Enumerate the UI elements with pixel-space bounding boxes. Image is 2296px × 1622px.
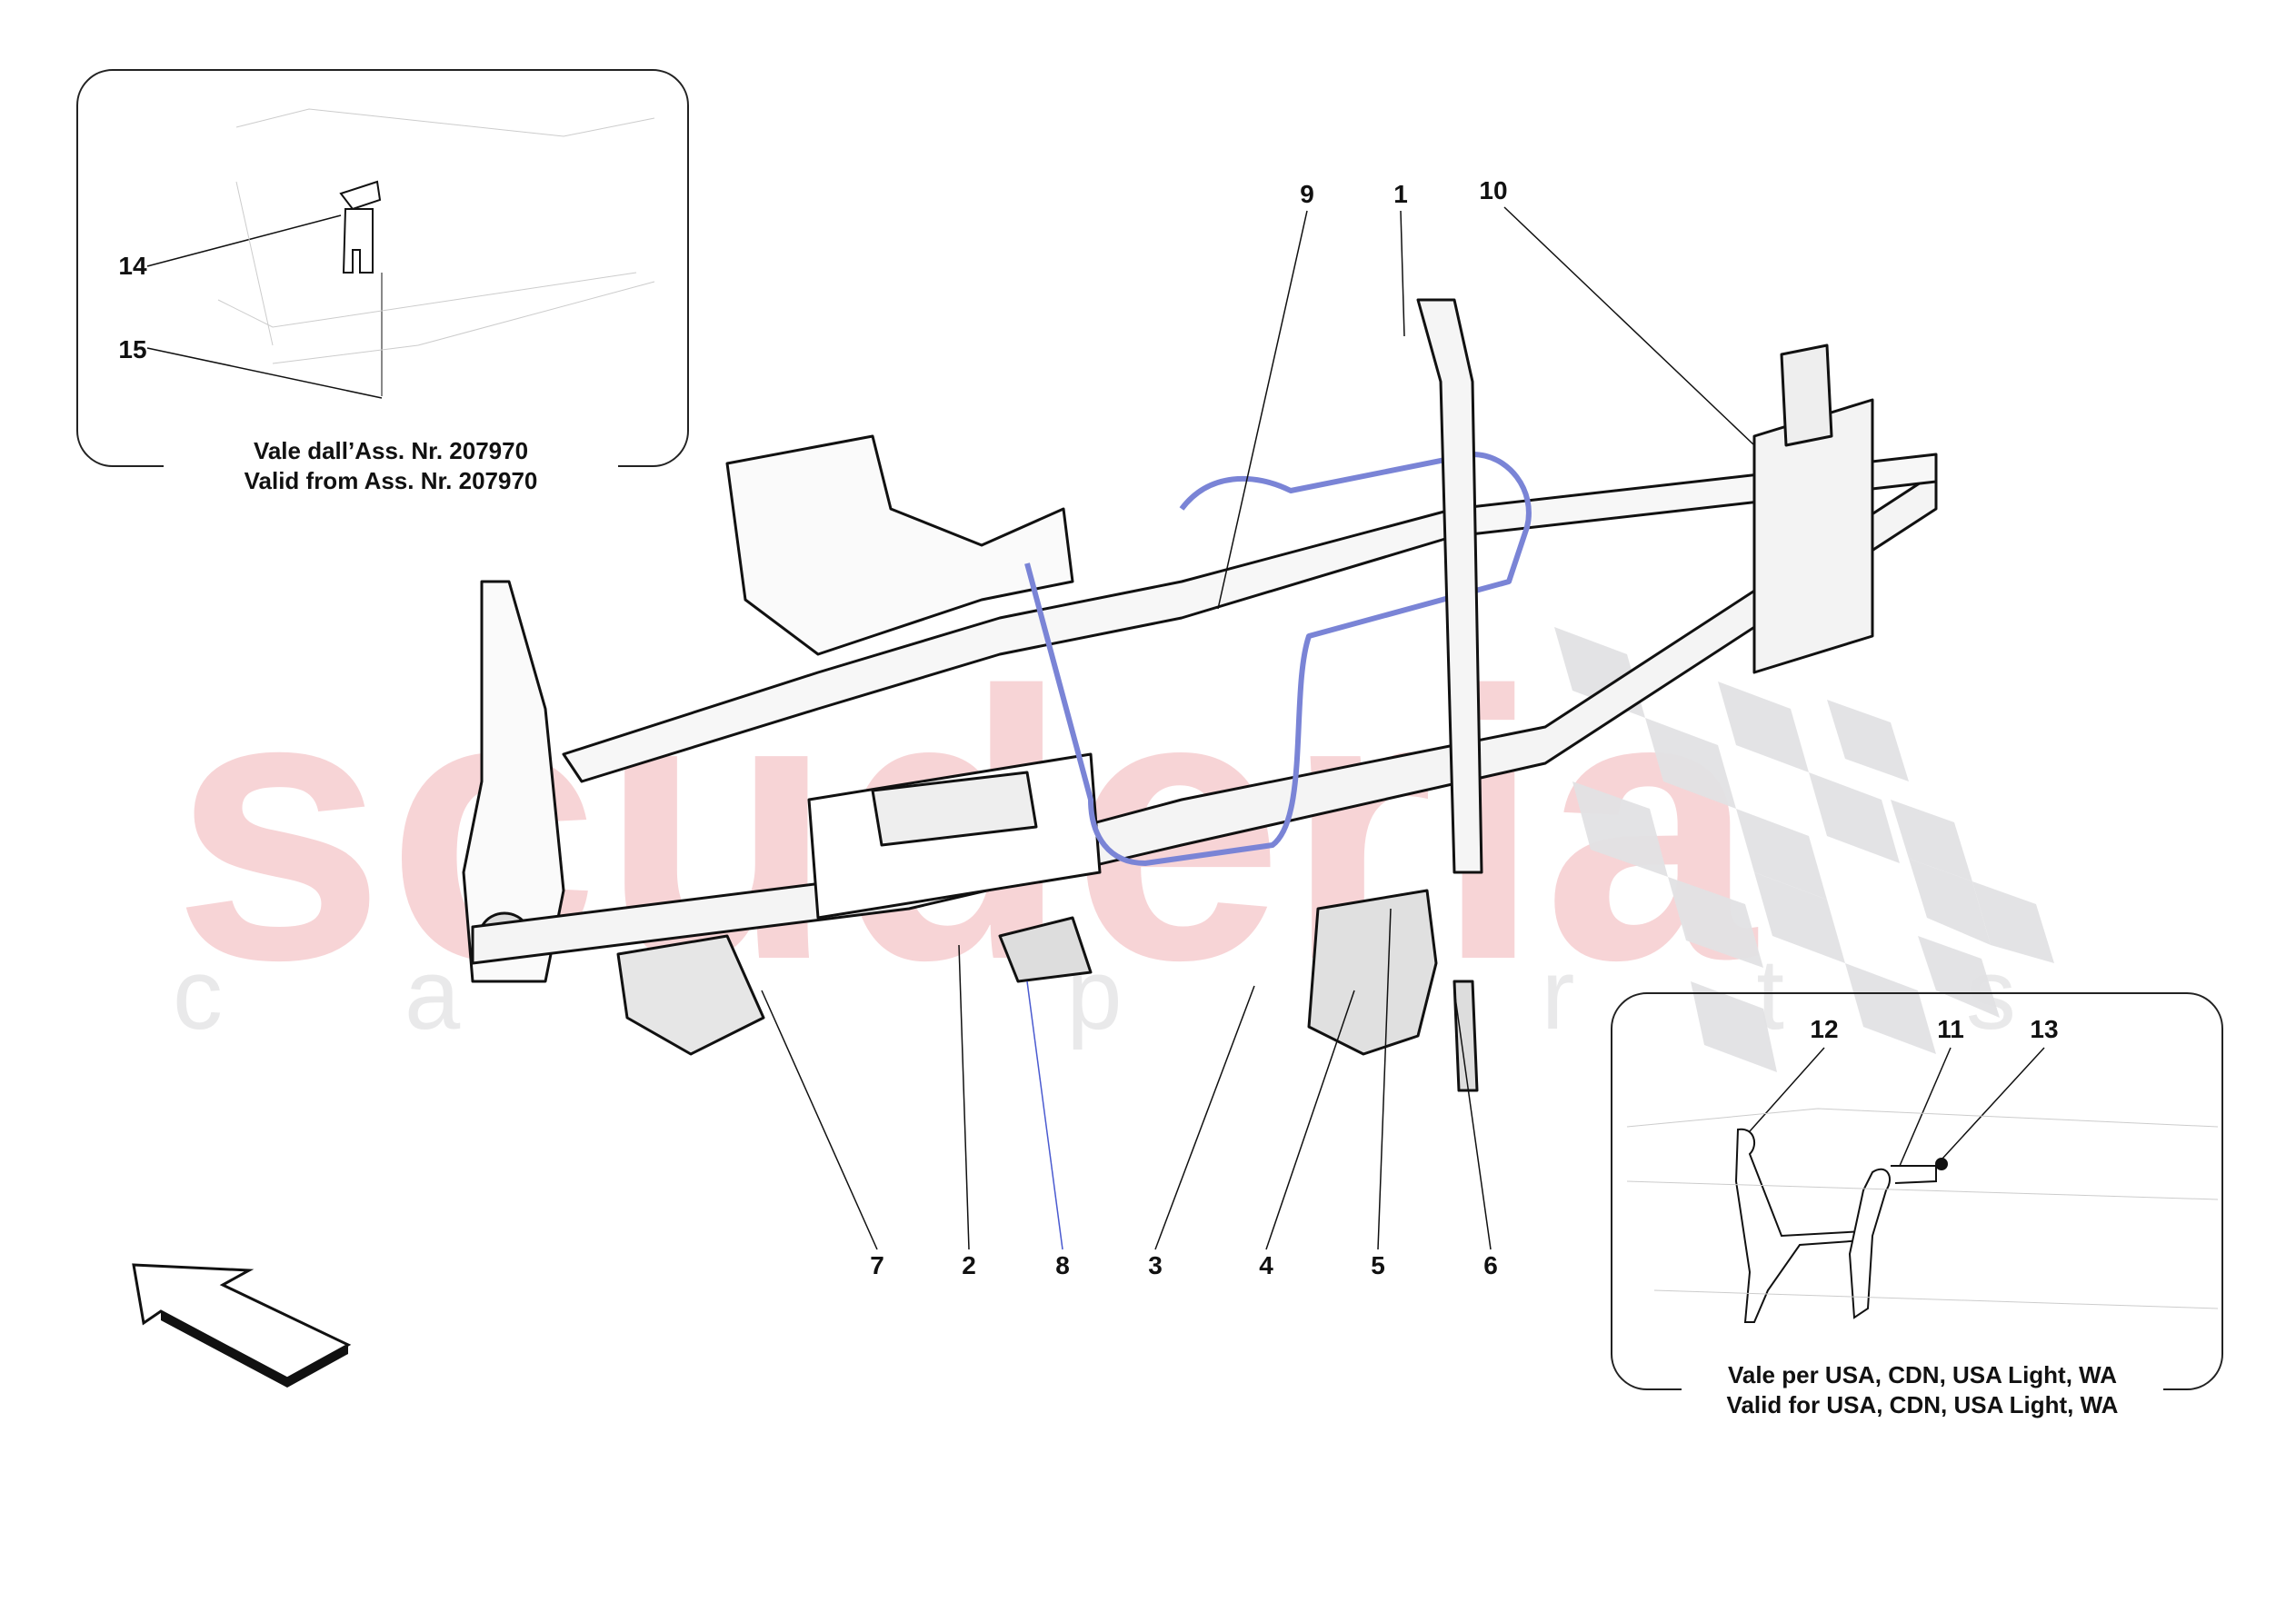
callout-9[interactable]: 9 [1300, 180, 1314, 208]
inset-top-left [76, 69, 689, 467]
front-direction-arrow-icon [132, 1263, 352, 1388]
callout-10[interactable]: 10 [1479, 176, 1508, 204]
callout-12[interactable]: 12 [1810, 1015, 1839, 1043]
inset-bottom-right [1611, 992, 2223, 1390]
inset-top-left-caption: Vale dall’Ass. Nr. 207970 Valid from Ass… [164, 436, 618, 495]
callout-2[interactable]: 2 [962, 1251, 976, 1279]
inset-bottom-right-drawing [1626, 1047, 2219, 1323]
caption-italian: Vale per USA, CDN, USA Light, WA [1727, 1361, 2118, 1388]
callout-11[interactable]: 11 [1937, 1015, 1964, 1043]
callout-5[interactable]: 5 [1371, 1251, 1385, 1279]
callout-13[interactable]: 13 [2030, 1015, 2059, 1043]
caption-english: Valid for USA, CDN, USA Light, WA [1726, 1390, 2119, 1418]
callout-14[interactable]: 14 [118, 252, 147, 280]
callout-8[interactable]: 8 [1055, 1251, 1070, 1279]
callout-15[interactable]: 15 [118, 335, 147, 363]
inset-top-left-drawing [146, 108, 655, 399]
checkered-flag-watermark [1554, 627, 2054, 1072]
callout-1[interactable]: 1 [1393, 180, 1408, 208]
inset-bottom-right-caption: Vale per USA, CDN, USA Light, WA Valid f… [1682, 1360, 2163, 1419]
caption-italian: Vale dall’Ass. Nr. 207970 [253, 437, 529, 464]
callout-7[interactable]: 7 [870, 1251, 884, 1279]
callout-4[interactable]: 4 [1259, 1251, 1273, 1279]
callout-6[interactable]: 6 [1483, 1251, 1498, 1279]
caption-english: Valid from Ass. Nr. 207970 [244, 466, 538, 494]
callout-3[interactable]: 3 [1148, 1251, 1163, 1279]
